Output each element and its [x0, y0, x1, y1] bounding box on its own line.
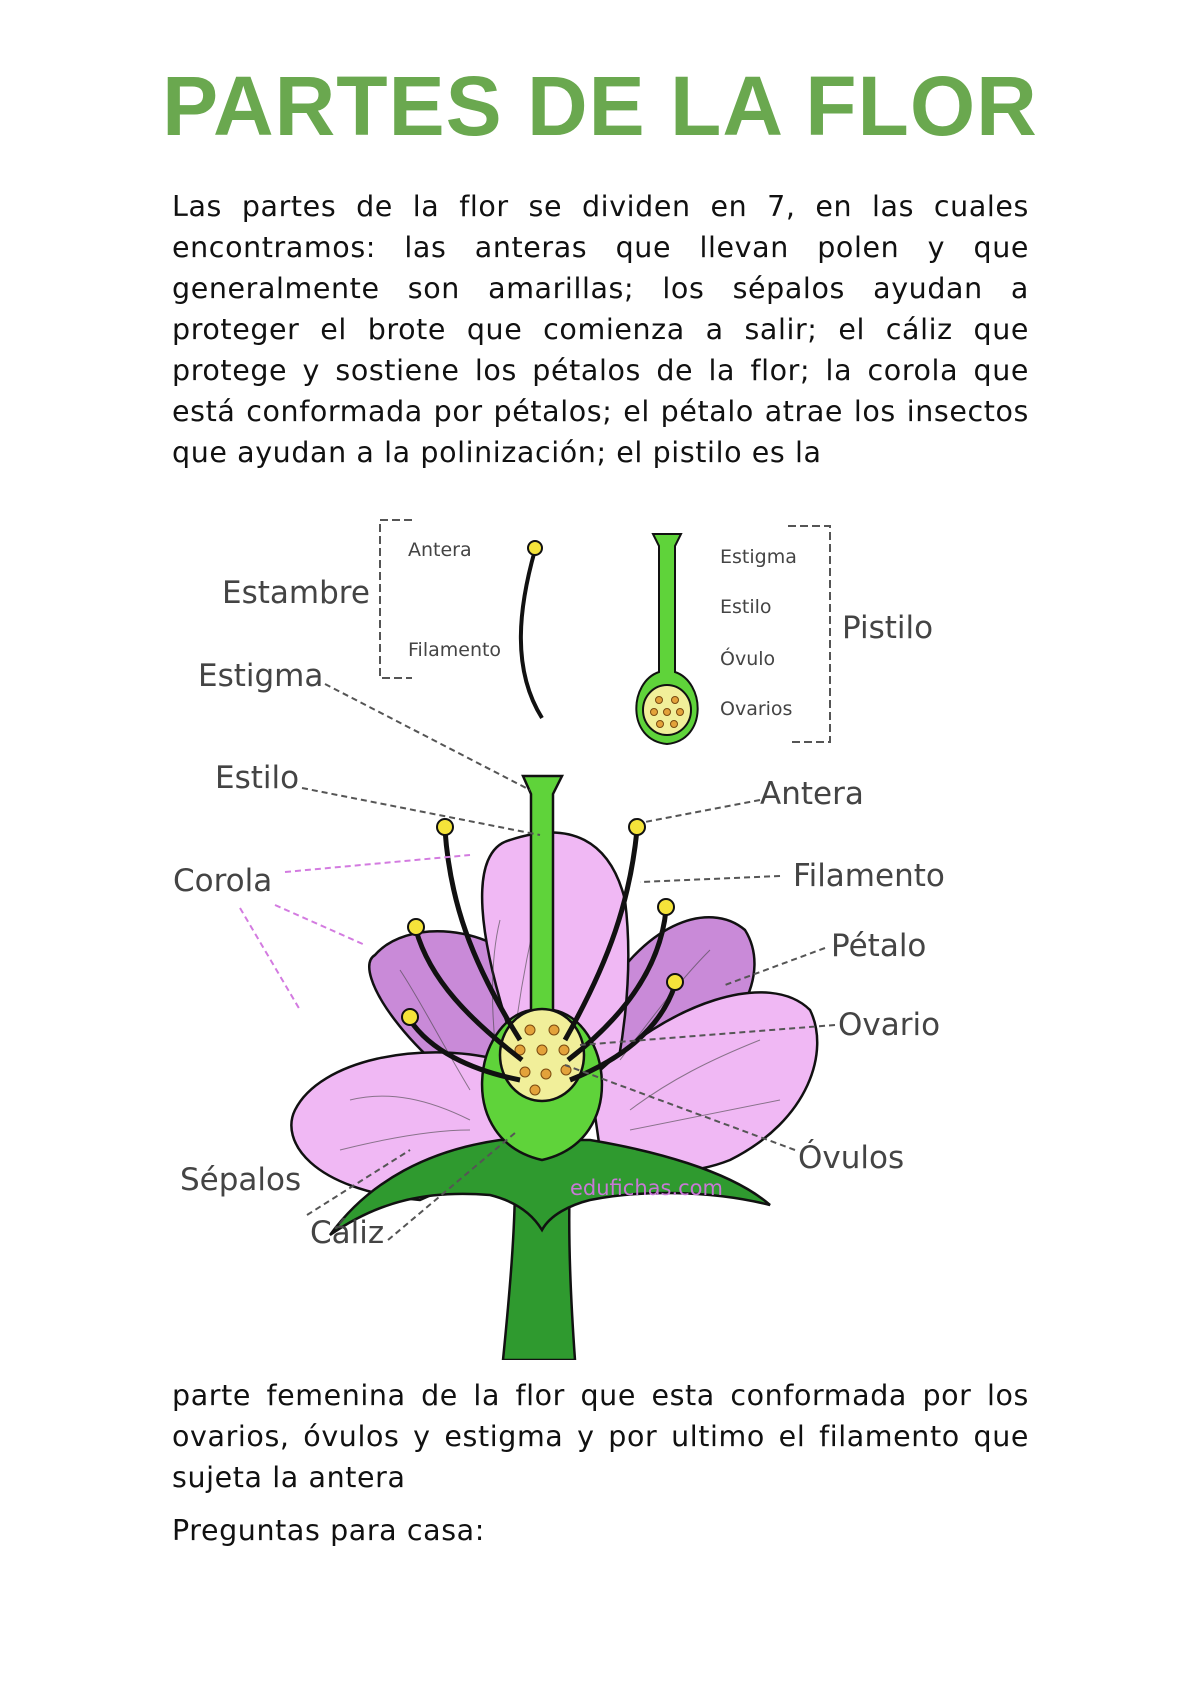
homework-heading: Preguntas para casa: — [172, 1514, 485, 1547]
label-estilo: Estilo — [215, 760, 299, 796]
flower-illustration — [290, 774, 819, 1360]
pistil-ovules — [650, 696, 684, 728]
flower-sepals — [328, 1138, 771, 1237]
label-sepalos: Sépalos — [180, 1162, 301, 1198]
label-caliz: Cáliz — [310, 1215, 384, 1251]
estambre-part-filamento: Filamento — [408, 639, 501, 661]
petal-veins — [339, 899, 781, 1151]
label-estigma: Estigma — [198, 658, 323, 694]
pistilo-part-estigma: Estigma — [720, 546, 797, 568]
flower-anthers — [401, 818, 684, 1026]
pistilo-part-ovulo: Óvulo — [720, 646, 775, 670]
intro-paragraph: Las partes de la flor se dividen en 7, e… — [172, 190, 1029, 469]
estambre-label: Estambre — [222, 575, 370, 611]
label-filamento: Filamento — [793, 858, 945, 894]
estambre-bracket — [379, 519, 412, 679]
leader-lines — [301, 683, 836, 1241]
stamen-anther-shape — [527, 540, 543, 556]
label-antera: Antera — [760, 776, 864, 812]
pistilo-group: Estigma Estilo Óvulo Ovarios Pistilo — [635, 525, 933, 746]
label-petalo: Pétalo — [831, 928, 926, 964]
estambre-part-antera: Antera — [408, 539, 472, 561]
estambre-group: Estambre Antera Filamento — [222, 519, 544, 720]
corola-leader-lines — [239, 854, 471, 1011]
label-corola: Corola — [173, 863, 272, 899]
pistilo-part-ovarios: Ovarios — [720, 698, 792, 720]
flower-ovules — [514, 1024, 572, 1096]
page-title: PARTES DE LA FLOR — [162, 59, 1038, 153]
closing-paragraph: parte femenina de la flor que esta confo… — [172, 1379, 1029, 1494]
pistilo-bracket — [788, 525, 831, 743]
watermark-text: edufichas.com — [570, 1176, 723, 1200]
pistilo-part-estilo: Estilo — [720, 596, 772, 618]
label-ovario: Ovario — [838, 1007, 940, 1043]
label-ovulos: Óvulos — [798, 1139, 904, 1176]
stamen-filament-shape — [518, 549, 544, 720]
flower-diagram: Estambre Antera Filamento Estigma Estilo… — [173, 519, 945, 1360]
flower-stem — [501, 1178, 577, 1360]
pistilo-label: Pistilo — [842, 610, 933, 646]
